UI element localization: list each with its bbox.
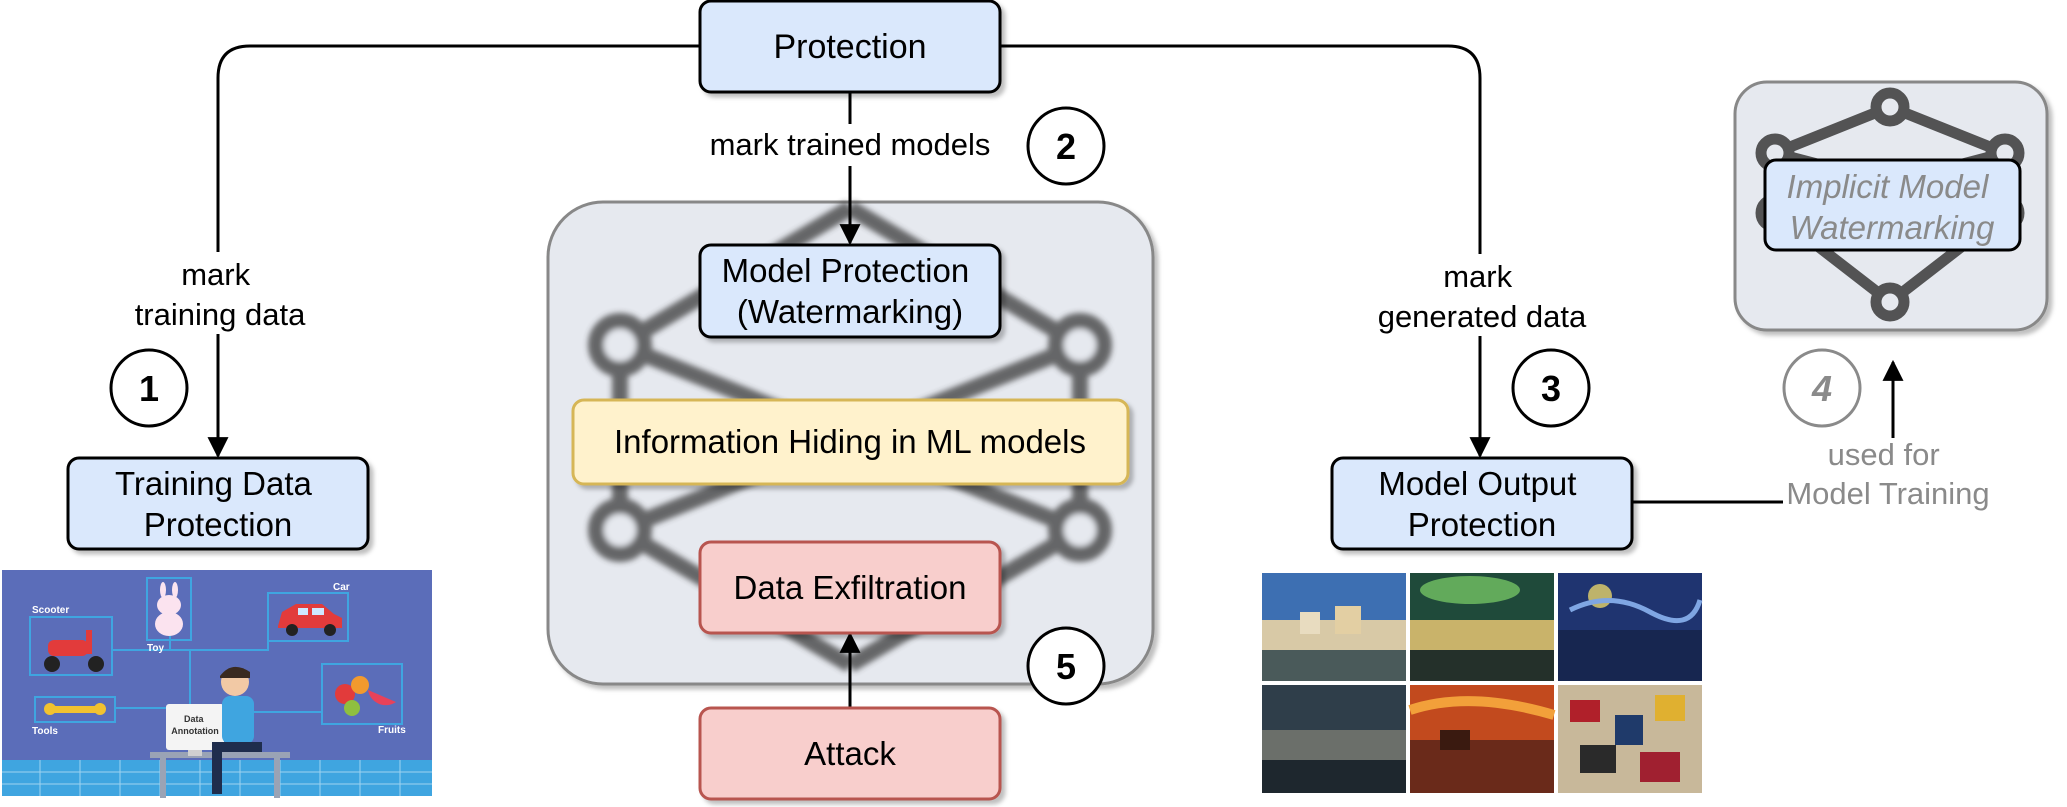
connectors [207,44,1904,708]
edge-protection-to-output [1000,44,1491,459]
protection-box: Protection [698,0,1002,94]
training-data-protection-text: Training Data Protection [115,465,321,543]
toy-icon [146,577,192,641]
svg-text:5: 5 [1056,646,1076,687]
tile-style-aurora [1410,573,1554,681]
svg-text:2: 2 [1056,126,1076,167]
annotator-person [150,666,290,798]
scooter-icon [29,616,113,676]
protection-title: Protection [773,28,926,66]
attack-box: Attack [698,706,1002,801]
information-hiding-text: Information Hiding in ML models [614,423,1086,460]
badge-2: 2 [1026,106,1106,186]
svg-text:Fruits: Fruits [378,725,406,736]
training-data-protection-box: Training Data Protection [66,456,370,551]
attack-text: Attack [804,735,896,772]
fruits-icon [321,663,403,725]
tile-style-starry-night [1558,573,1703,681]
data-exfiltration-box: Data Exfiltration [698,540,1002,635]
label-mark-trained-models: mark trained models [710,127,991,162]
implicit-watermarking-text: Implicit Model Watermarking [1787,168,1998,246]
style-transfer-grid [1262,573,1703,793]
information-hiding-box: Information Hiding in ML models [571,398,1130,486]
car-icon [267,592,349,642]
tile-style-dark [1262,685,1406,793]
badge-3: 3 [1511,348,1591,428]
badge-5: 5 [1026,626,1106,706]
tools-icon [34,696,116,723]
svg-text:3: 3 [1541,368,1561,409]
tile-original [1262,573,1406,681]
badge-4: 4 [1782,348,1862,428]
label-mark-training-data: mark training data [135,257,306,332]
svg-text:Scooter: Scooter [32,605,69,616]
badge-1: 1 [109,348,189,428]
svg-text:4: 4 [1811,368,1832,409]
tile-style-abstract [1558,685,1702,793]
edge-protection-to-training [207,44,700,459]
data-annotation-label: Data Annotation [171,714,219,736]
svg-text:Tools: Tools [32,726,58,737]
data-annotation-illustration: Scooter Toy Car Tools [2,570,432,798]
svg-text:Toy: Toy [147,643,164,654]
model-protection-text: Model Protection (Watermarking) [722,252,979,330]
data-exfiltration-text: Data Exfiltration [734,569,967,606]
model-protection-box: Model Protection (Watermarking) [698,243,1002,339]
svg-text:1: 1 [139,368,159,409]
model-output-protection-box: Model Output Protection [1330,456,1634,551]
label-used-for-model-training: used for Model Training [1786,437,1989,511]
implicit-watermarking-box: Implicit Model Watermarking [1763,158,2022,252]
model-output-protection-text: Model Output Protection [1378,465,1585,543]
tile-style-scream [1408,685,1556,793]
label-mark-generated-data: mark generated data [1378,259,1587,334]
svg-text:Car: Car [333,582,350,593]
